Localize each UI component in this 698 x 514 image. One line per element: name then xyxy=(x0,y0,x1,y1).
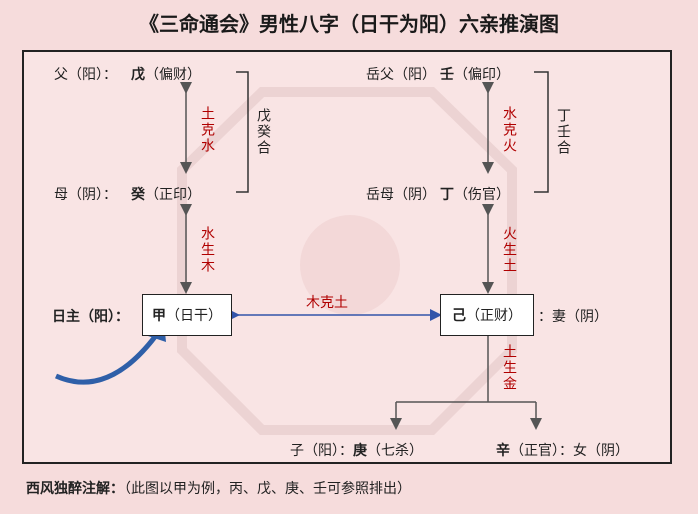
relation-earth-water: 土克水 xyxy=(199,106,215,154)
self-box: 甲（日干） xyxy=(142,294,232,336)
diagram-frame xyxy=(22,50,672,464)
relation-ding-ren: 丁壬合 xyxy=(555,108,571,156)
footer-note: 西风独醉注解：（此图以甲为例，丙、戊、庚、壬可参照排出） xyxy=(26,481,411,497)
bracket-ding-ren xyxy=(534,71,549,193)
self-role-label: 日主（阳）： xyxy=(52,309,129,325)
relation-wood-earth: 木克土 xyxy=(306,295,348,311)
mother-label: 母（阴）：癸（正印） xyxy=(54,187,201,203)
curved-arrow xyxy=(54,328,163,385)
wife-box: 己（正财） xyxy=(440,294,534,336)
page-title: 《三命通会》男性八字（日干为阳）六亲推演图 xyxy=(139,12,559,36)
relation-fire-earth: 火生土 xyxy=(501,226,517,274)
relation-water-fire: 水克火 xyxy=(501,106,517,154)
son-label: 子（阳）：庚（七杀） xyxy=(290,443,423,459)
father-label: 父（阳）：戊（偏财） xyxy=(54,67,201,83)
relation-wu-gui: 戊癸合 xyxy=(255,108,271,156)
relation-water-wood: 水生木 xyxy=(199,226,215,274)
daughter-label: 辛（正官）：女（阴） xyxy=(496,443,629,459)
wife-role-label: ：妻（阴） xyxy=(538,309,608,325)
yinyang-watermark xyxy=(300,215,400,315)
relation-earth-metal: 土生金 xyxy=(501,344,517,392)
father-in-law-label: 岳父（阳）壬（偏印） xyxy=(366,67,510,83)
bracket-wu-gui xyxy=(236,71,249,193)
mother-in-law-label: 岳母（阴）丁（伤官） xyxy=(366,187,510,203)
